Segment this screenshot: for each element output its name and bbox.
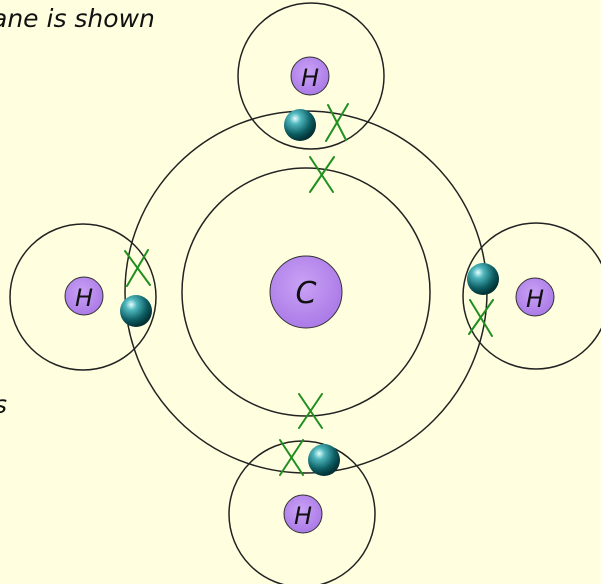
hydrogen-left-label: H bbox=[75, 284, 93, 312]
hydrogen-bottom-label: H bbox=[294, 502, 312, 530]
hydrogen-right-shell bbox=[462, 222, 601, 370]
cross-electron-top-inner bbox=[309, 156, 335, 193]
electron-dot-bottom bbox=[308, 444, 340, 476]
electron-dot-right bbox=[467, 263, 499, 295]
side-text-fragment: s bbox=[0, 390, 7, 419]
hydrogen-right-label: H bbox=[526, 285, 544, 313]
cross-electron-bottom-inner bbox=[298, 393, 323, 429]
cross-electron-top-outer bbox=[325, 103, 349, 142]
cross-electron-right bbox=[468, 299, 494, 337]
hydrogen-left-shell bbox=[9, 223, 157, 371]
caption-text: ane is shown bbox=[0, 4, 155, 33]
cross-electron-bottom-outer bbox=[279, 439, 304, 476]
electron-dot-left bbox=[120, 295, 152, 327]
electron-dot-top bbox=[284, 109, 316, 141]
hydrogen-top-label: H bbox=[301, 64, 319, 92]
cross-electron-left bbox=[124, 249, 151, 287]
hydrogen-atom-left: H bbox=[64, 276, 104, 316]
hydrogen-atom-right: H bbox=[515, 277, 555, 317]
hydrogen-top-shell bbox=[237, 2, 385, 150]
carbon-atom: C bbox=[269, 255, 343, 329]
carbon-label: C bbox=[296, 276, 317, 311]
hydrogen-atom-bottom: H bbox=[283, 494, 323, 534]
hydrogen-atom-top: H bbox=[290, 56, 330, 96]
